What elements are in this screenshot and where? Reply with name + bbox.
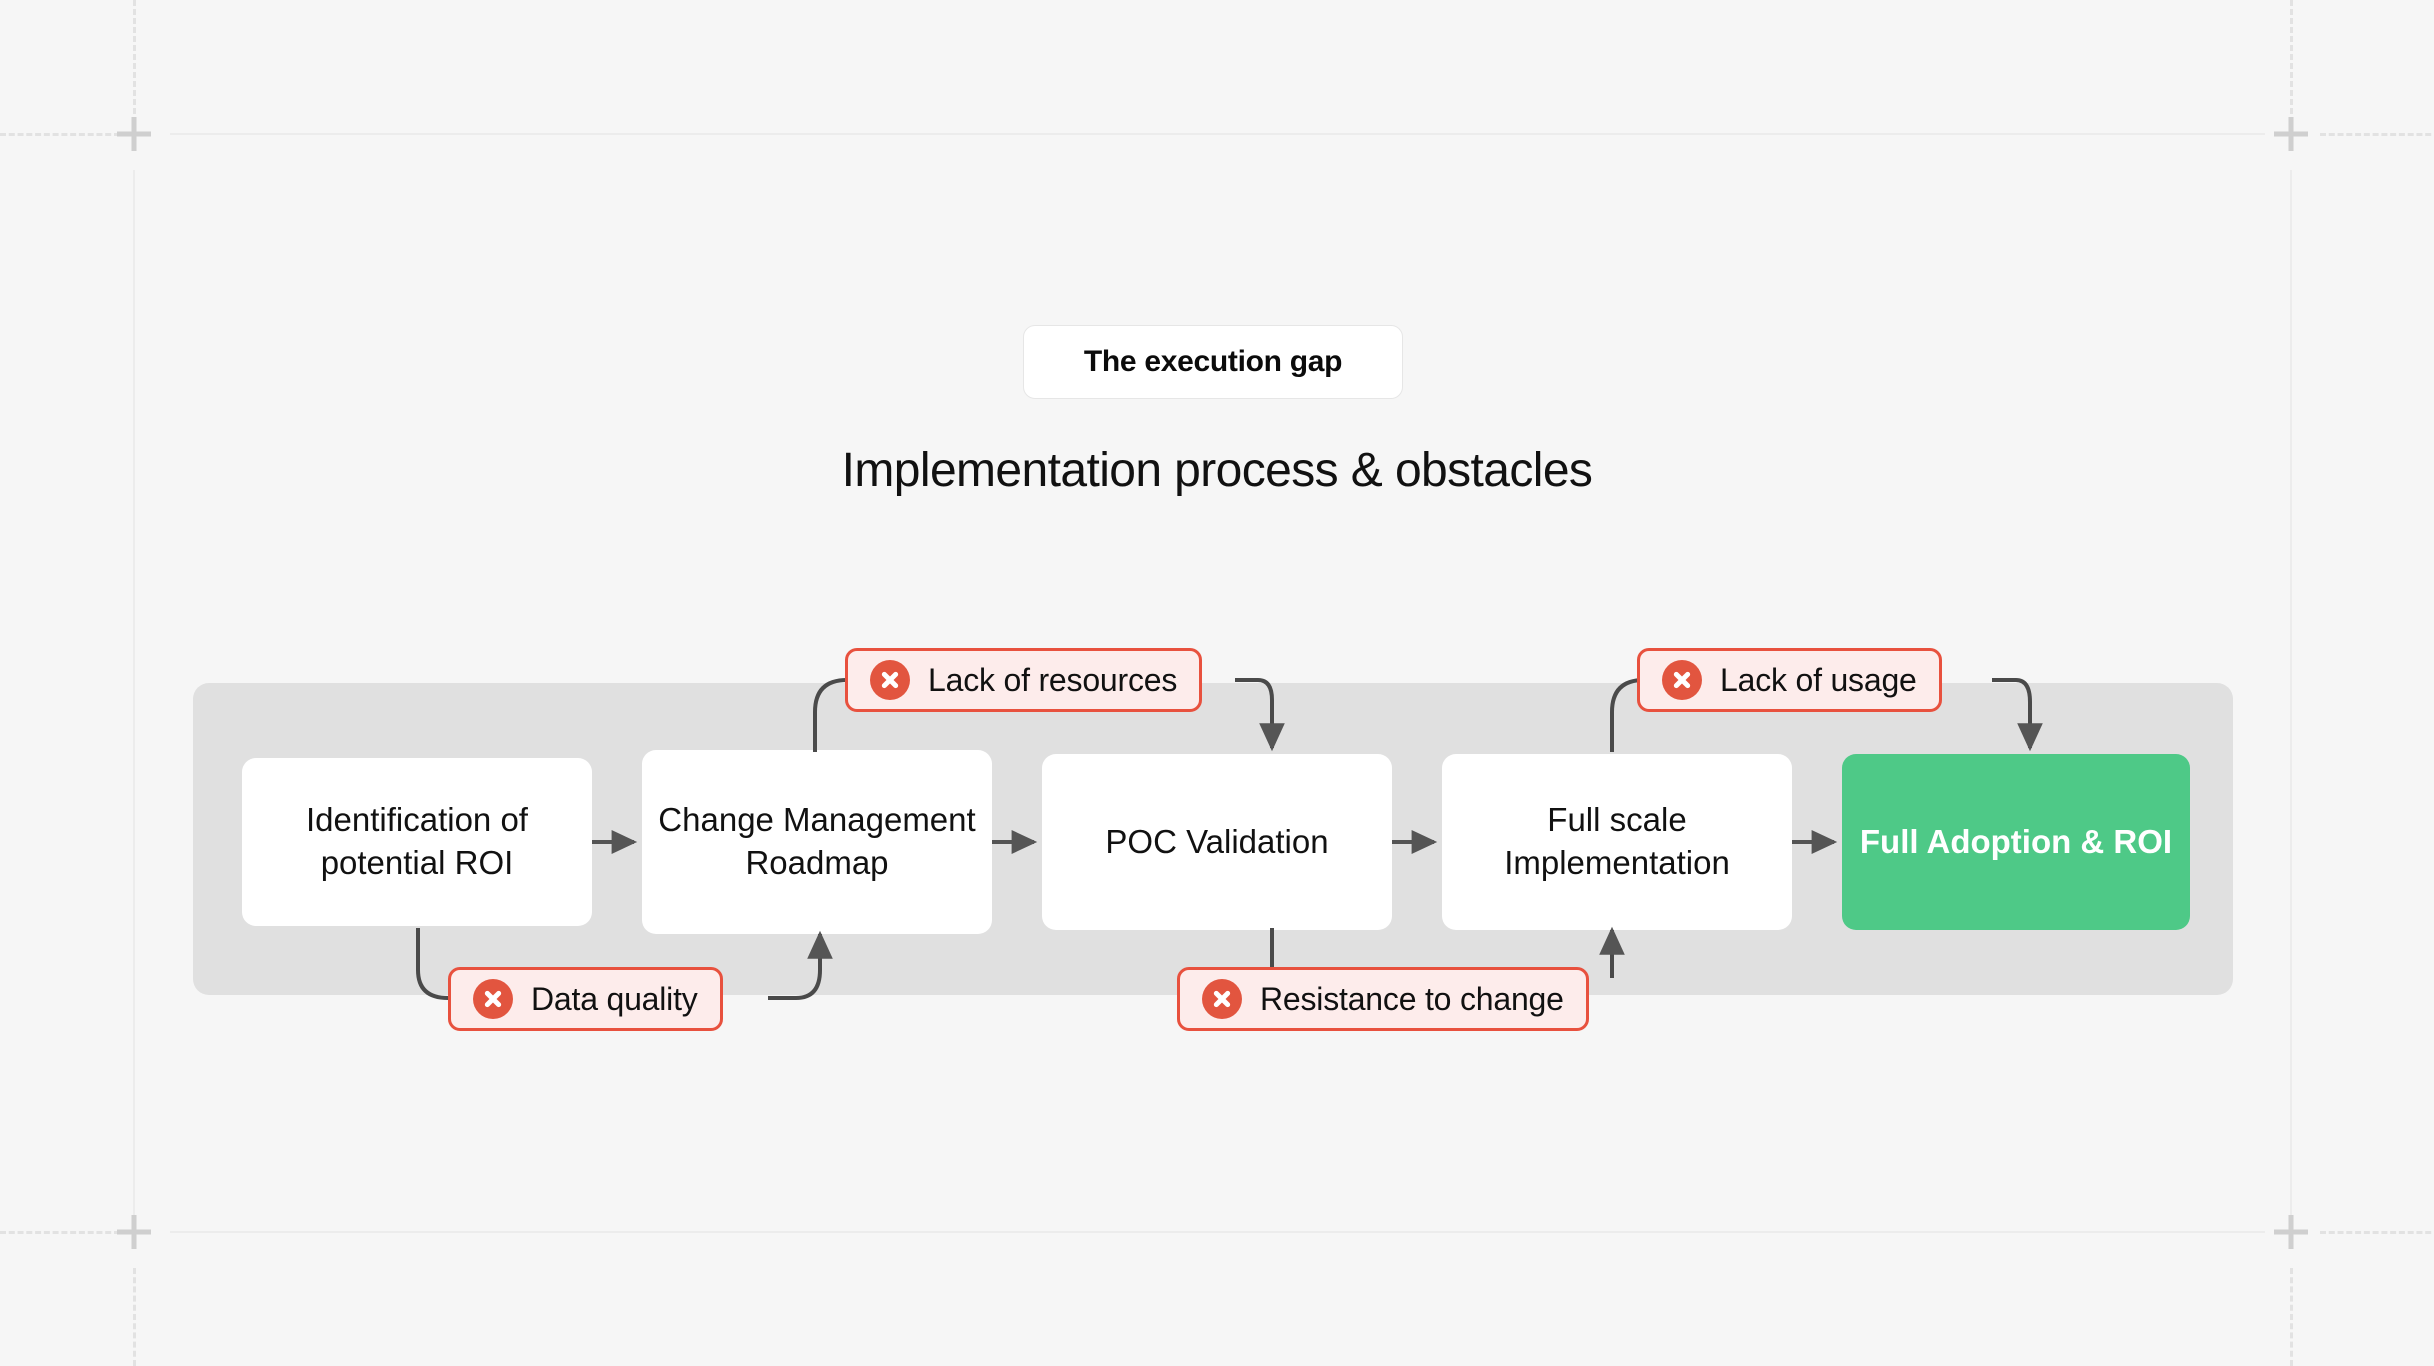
guide-line-left bbox=[133, 170, 135, 1230]
guide-line-right-bottom bbox=[2290, 1268, 2293, 1366]
guide-line-bottom-left bbox=[0, 1231, 120, 1234]
guide-line-left-top bbox=[133, 0, 136, 132]
guide-line-right bbox=[2290, 170, 2292, 1230]
process-step-change-management[interactable]: Change Management Roadmap bbox=[642, 750, 992, 934]
obstacle-chip-label: Resistance to change bbox=[1260, 980, 1564, 1017]
process-step-label: Change Management Roadmap bbox=[658, 801, 976, 881]
error-x-icon bbox=[473, 979, 513, 1019]
error-x-icon bbox=[1202, 979, 1242, 1019]
process-step-full-adoption-roi[interactable]: Full Adoption & ROI bbox=[1842, 754, 2190, 930]
guide-line-right-top bbox=[2290, 0, 2293, 132]
cropmark-bottom-left bbox=[117, 1215, 151, 1249]
cropmark-bottom-right bbox=[2274, 1215, 2308, 1249]
obstacle-chip-label: Lack of usage bbox=[1720, 661, 1917, 698]
guide-line-bottom-right bbox=[2320, 1231, 2434, 1234]
cropmark-top-right bbox=[2274, 117, 2308, 151]
process-step-label: Full Adoption & ROI bbox=[1859, 822, 2173, 860]
guide-line-top-right bbox=[2320, 133, 2434, 136]
kicker-label: The execution gap bbox=[1083, 345, 1343, 378]
cropmark-top-left bbox=[117, 117, 151, 151]
process-step-label: Identification of potential ROI bbox=[306, 801, 528, 881]
process-step-label: Full scale Implementation bbox=[1504, 801, 1730, 881]
obstacle-chip-data-quality[interactable]: Data quality bbox=[448, 967, 723, 1031]
error-x-icon bbox=[1662, 660, 1702, 700]
guide-line-top-left bbox=[0, 133, 120, 136]
obstacle-chip-lack-of-resources[interactable]: Lack of resources bbox=[845, 648, 1203, 712]
guide-line-top bbox=[170, 133, 2265, 135]
process-step-full-scale-implementation[interactable]: Full scale Implementation bbox=[1442, 754, 1792, 930]
obstacle-chip-label: Lack of resources bbox=[928, 661, 1178, 698]
error-x-icon bbox=[870, 660, 910, 700]
process-step-label: POC Validation bbox=[1105, 822, 1329, 860]
page-title: Implementation process & obstacles bbox=[841, 444, 1593, 497]
obstacle-chip-resistance-to-change[interactable]: Resistance to change bbox=[1177, 967, 1589, 1031]
process-step-poc-validation[interactable]: POC Validation bbox=[1042, 754, 1392, 930]
guide-line-bottom bbox=[170, 1231, 2265, 1233]
process-step-identification[interactable]: Identification of potential ROI bbox=[242, 758, 592, 926]
obstacle-chip-label: Data quality bbox=[531, 980, 698, 1017]
obstacle-chip-lack-of-usage[interactable]: Lack of usage bbox=[1637, 648, 1942, 712]
kicker-badge[interactable]: The execution gap bbox=[1023, 325, 1403, 399]
guide-line-left-bottom bbox=[133, 1268, 136, 1366]
